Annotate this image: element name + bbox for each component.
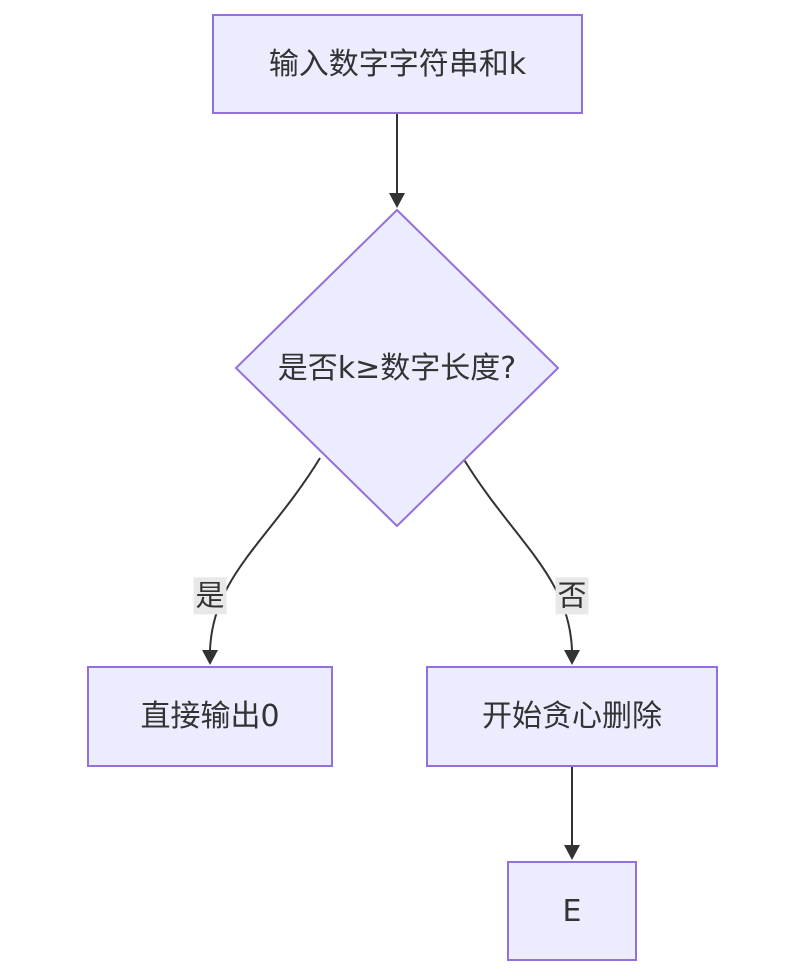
edge-label-yes: 是 [193,577,227,615]
node-e: E [507,861,637,961]
arrowhead-yes-box [202,650,218,665]
node-input: 输入数字字符串和k [212,14,583,114]
arrowhead-e-box [564,845,580,860]
node-decision-label: 是否k≥数字长度? [277,350,517,386]
diamond-shape [234,208,560,528]
arrowhead-no-box [564,650,580,665]
node-greedy-delete: 开始贪心删除 [426,666,718,767]
node-input-label: 输入数字字符串和k [268,46,527,82]
edge-label-no: 否 [555,577,589,615]
node-e-label: E [562,893,582,929]
node-greedy-delete-label: 开始贪心删除 [482,699,662,734]
arrowhead-decision [389,193,405,208]
node-decision: 是否k≥数字长度? [234,208,560,528]
node-output-zero-label: 直接输出0 [140,699,280,734]
node-output-zero: 直接输出0 [87,666,333,767]
